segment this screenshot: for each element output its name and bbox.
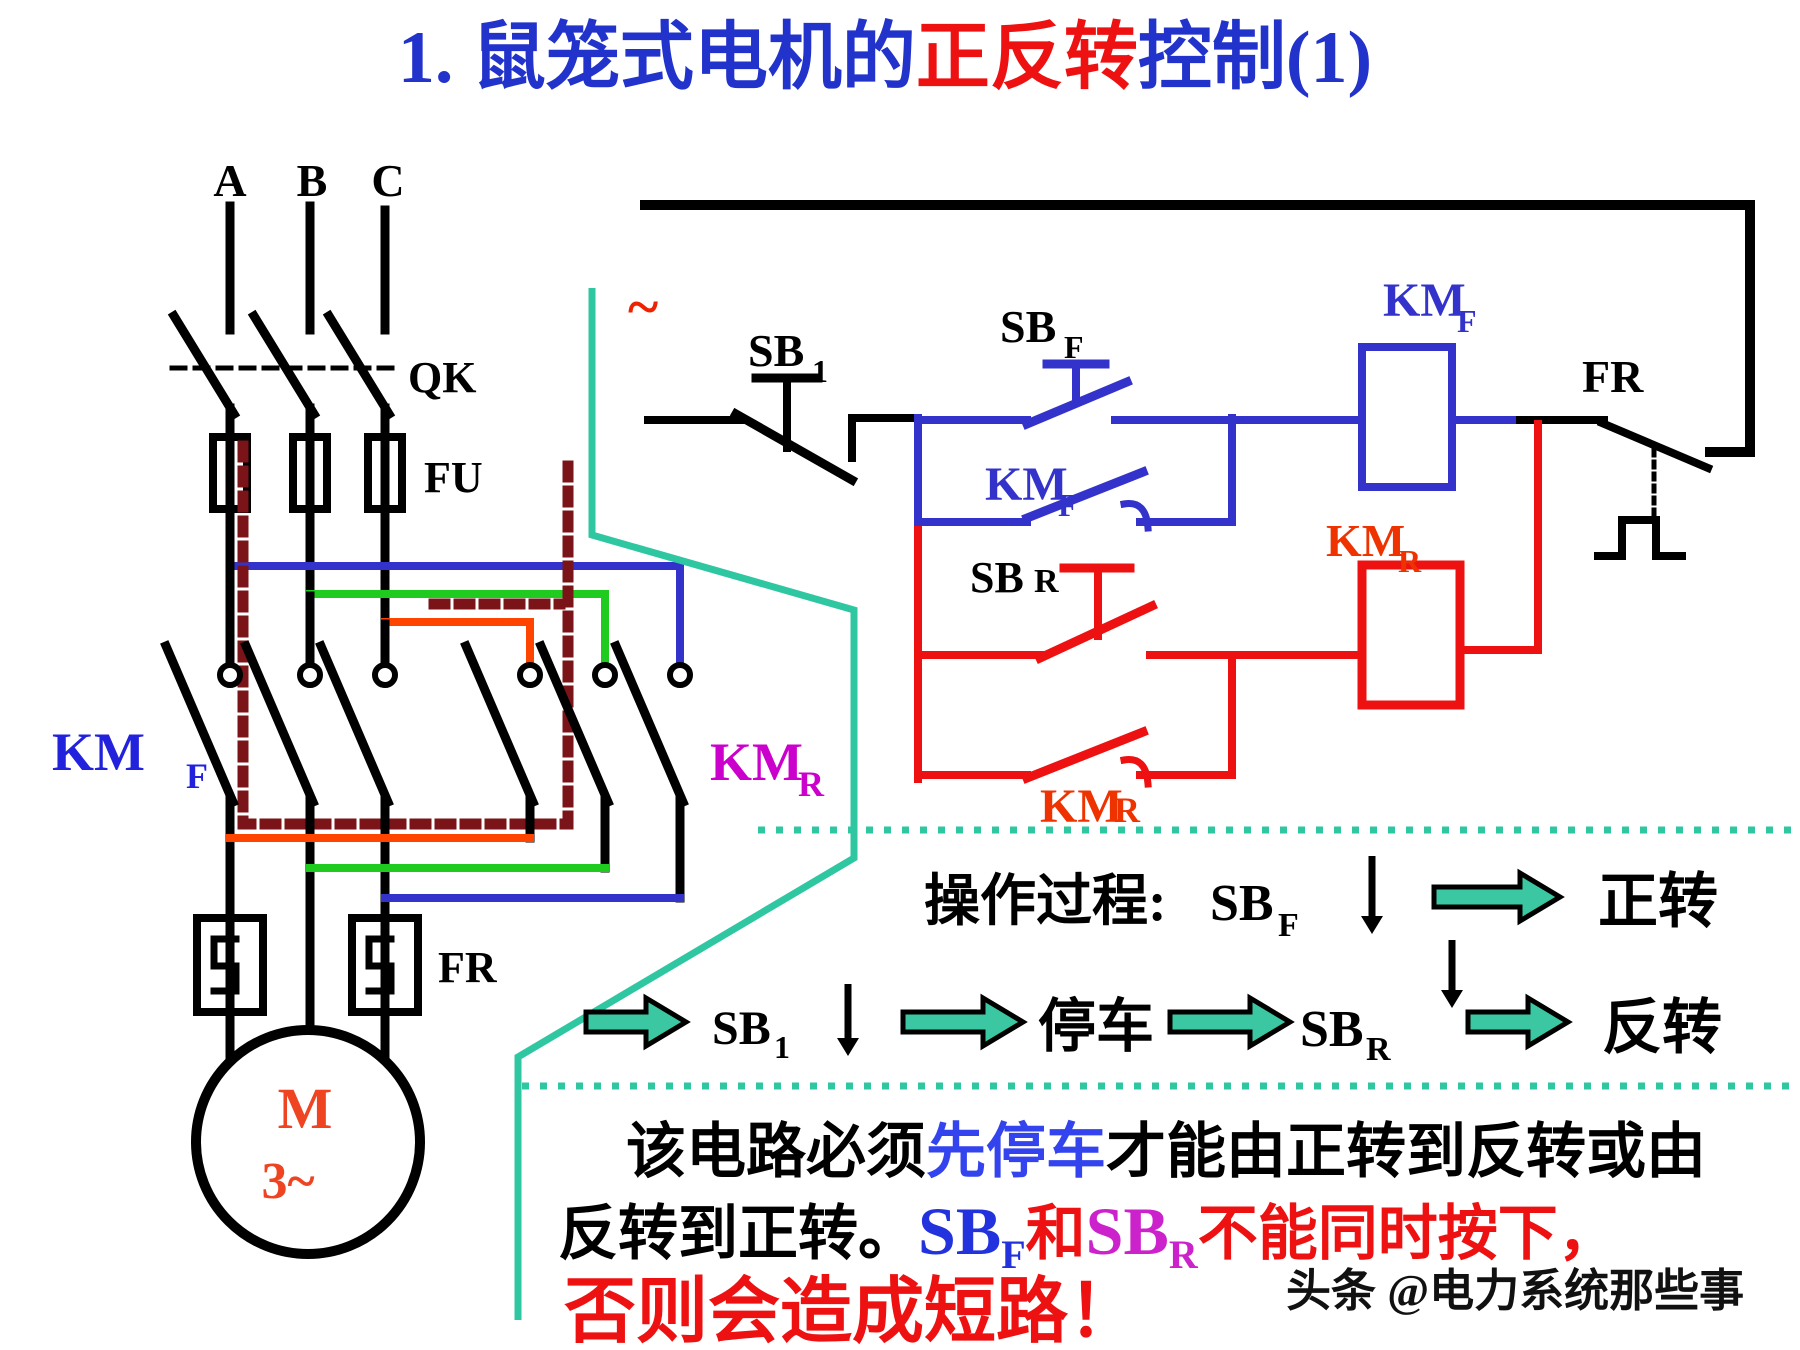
note-l2-sbf: SB <box>918 1193 1001 1269</box>
process-stop: 停车 <box>1038 994 1154 1059</box>
note-l1b: 先停车 <box>926 1119 1106 1185</box>
qk-label: QK <box>408 353 476 402</box>
sbf-label: SB <box>1000 301 1056 352</box>
kmr-coil: KM R <box>1326 420 1542 710</box>
process-sbr-sub: R <box>1366 1031 1391 1068</box>
control-circuit: ~ SB 1 SB F KM F <box>628 200 1755 833</box>
orange-wire-top <box>381 618 534 666</box>
output-wiring <box>225 795 685 1045</box>
page-title: 1. 鼠笼式电机的正反转控制(1) <box>398 17 1372 99</box>
note-l2-sbr-sub: R <box>1169 1232 1199 1277</box>
sbr-button: SB R <box>914 553 1366 664</box>
sbf-label-sub: F <box>1064 329 1084 365</box>
contact-feeders <box>225 561 390 667</box>
process-label: 操作过程: <box>924 871 1167 933</box>
top-bus <box>640 200 1755 457</box>
note-l2a: 反转到正转。 <box>558 1201 918 1267</box>
fr-power-label: FR <box>438 943 498 992</box>
power-circuit: A B C QK FU <box>52 155 825 1259</box>
divider-polyline <box>514 288 858 1320</box>
note-l2-sbf-sub: F <box>1001 1232 1025 1277</box>
watermark: 头条 @电力系统那些事 <box>1286 1266 1744 1316</box>
down-arrow-icon <box>837 984 859 1056</box>
note-text: 该电路必须先停车才能由正转到反转或由 反转到正转。SBF和SBR不能同时按下， … <box>558 1119 1706 1350</box>
kmf-power-label: KM <box>52 722 145 782</box>
process-forward: 正转 <box>1598 869 1718 935</box>
right-arrow-icon <box>1431 868 1565 926</box>
note-l2-and: 和 <box>1026 1201 1086 1267</box>
kmr-power-label-sub: R <box>798 764 825 804</box>
note-l2b: 不能同时按下， <box>1198 1201 1618 1267</box>
title-part-blue1: 1. 鼠笼式电机的 <box>398 17 916 99</box>
process-sbf: SB <box>1210 875 1274 932</box>
kmf-coil: KM F <box>1358 274 1608 491</box>
section-divider <box>514 288 1792 1320</box>
note-l2-sbr: SB <box>1086 1193 1169 1269</box>
right-arrow-icon <box>900 993 1028 1051</box>
down-arrow-icon <box>1361 856 1383 934</box>
title-part-blue2: 控制(1) <box>1138 17 1372 99</box>
kmf-aux-label: KM <box>985 458 1068 511</box>
qk-switch: QK <box>167 309 476 421</box>
kmf-power-label-sub: F <box>186 756 208 796</box>
right-arrow-icon <box>1465 993 1573 1051</box>
process-flow: 操作过程: SB F 正转 SB 1 停车 <box>583 856 1722 1068</box>
right-arrow-icon <box>1167 993 1295 1051</box>
process-reverse: 反转 <box>1602 995 1722 1061</box>
thermal-relay: FR <box>193 913 498 1080</box>
kmr-aux-label: KM <box>1040 780 1123 833</box>
kmr-coil-label: KM <box>1326 515 1405 566</box>
kmr-aux-contact: KM R <box>914 651 1236 833</box>
process-sbf-sub: F <box>1278 907 1299 944</box>
note-l1a: 该电路必须 <box>626 1119 926 1185</box>
fr-contact: FR <box>1582 351 1714 560</box>
green-wire-top <box>306 590 609 666</box>
darkred-dotted-wire <box>237 440 574 830</box>
kmf-main-contacts: KM F <box>52 640 398 808</box>
note-line2: 反转到正转。SBF和SBR不能同时按下， <box>558 1193 1618 1277</box>
ac-symbol: ~ <box>628 274 658 339</box>
down-arrow-icon <box>1441 940 1463 1008</box>
note-line1: 该电路必须先停车才能由正转到反转或由 <box>626 1119 1706 1185</box>
fu-label: FU <box>424 453 483 502</box>
sbf-button: SB F <box>914 301 1366 430</box>
sbr-label: SB <box>970 553 1024 602</box>
right-arrow-icon <box>583 993 691 1051</box>
phase-b-label: B <box>297 155 328 206</box>
phase-feeders <box>225 201 390 335</box>
kmf-coil-label: KM <box>1383 274 1466 327</box>
kmf-coil-label-sub: F <box>1457 303 1477 339</box>
kmr-coil-label-sub: R <box>1398 543 1422 579</box>
sb1-button: SB 1 <box>644 325 922 487</box>
note-line3: 否则会造成短路！ <box>564 1272 1140 1350</box>
sbr-label-sub: R <box>1034 563 1059 600</box>
sb1-label: SB <box>748 325 804 376</box>
cross-wiring <box>226 440 684 830</box>
sb1-label-sub: 1 <box>812 353 828 389</box>
motor: M 3~ <box>191 1025 425 1259</box>
process-sb1-sub: 1 <box>774 1029 790 1065</box>
fr-control-label: FR <box>1582 351 1644 402</box>
motor-3ph-label: 3~ <box>261 1153 314 1210</box>
kmr-main-contacts: KM R <box>460 640 825 808</box>
kmf-aux-contact: KM F <box>914 414 1236 532</box>
process-sbr: SB <box>1300 1001 1364 1058</box>
title-part-red: 正反转 <box>916 17 1138 99</box>
blue-wire-top <box>226 562 684 666</box>
process-sb1: SB <box>712 1002 771 1055</box>
kmf-aux-label-sub: F <box>1058 487 1078 523</box>
kmr-aux-label-sub: R <box>1114 790 1141 830</box>
motor-m-label: M <box>278 1076 333 1141</box>
note-l1c: 才能由正转到反转或由 <box>1106 1119 1706 1185</box>
kmr-power-label: KM <box>710 732 803 792</box>
phase-c-label: C <box>371 155 404 206</box>
phase-a-label: A <box>213 155 246 206</box>
fuse-group: FU <box>209 403 483 629</box>
